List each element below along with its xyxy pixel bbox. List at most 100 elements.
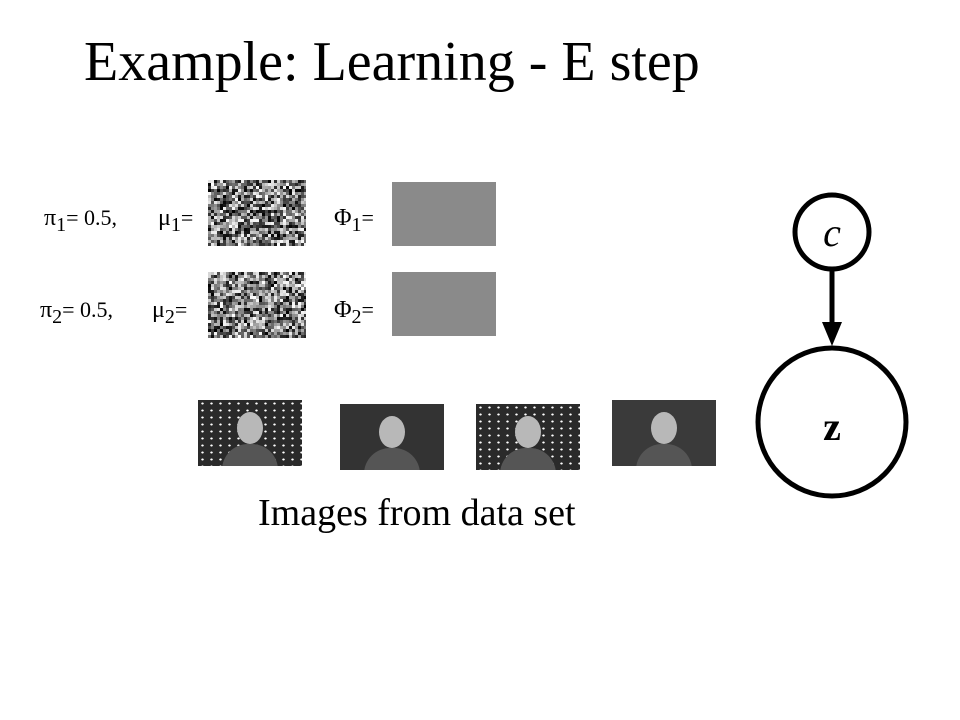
noise-pixel: [289, 299, 292, 302]
noise-pixel: [274, 180, 277, 183]
noise-pixel: [304, 278, 306, 281]
noise-pixel: [235, 240, 238, 243]
noise-pixel: [280, 225, 283, 228]
noise-pixel: [301, 281, 304, 284]
noise-pixel: [271, 281, 274, 284]
noise-pixel: [277, 213, 280, 216]
noise-pixel: [301, 317, 304, 320]
noise-pixel: [283, 281, 286, 284]
noise-pixel: [247, 231, 250, 234]
noise-pixel: [274, 278, 277, 281]
noise-pixel: [256, 180, 259, 183]
mu-equals: =: [180, 205, 194, 230]
noise-pixel: [277, 228, 280, 231]
noise-pixel: [301, 210, 304, 213]
noise-pixel: [295, 183, 298, 186]
noise-pixel: [226, 189, 229, 192]
node-z: [755, 345, 909, 499]
noise-pixel: [301, 329, 304, 332]
pi-value: = 0.5,: [62, 297, 114, 322]
noise-pixel: [289, 332, 292, 335]
noise-pixel: [232, 296, 235, 299]
noise-pixel: [247, 287, 250, 290]
noise-pixel: [274, 228, 277, 231]
noise-pixel: [226, 329, 229, 332]
phi-1-gray-image: [392, 182, 496, 246]
noise-pixel: [271, 272, 274, 275]
noise-pixel: [286, 195, 289, 198]
noise-pixel: [274, 275, 277, 278]
noise-pixel: [304, 195, 306, 198]
noise-pixel: [301, 183, 304, 186]
noise-pixel: [268, 222, 271, 225]
noise-pixel: [295, 198, 298, 201]
noise-pixel: [250, 317, 253, 320]
noise-pixel: [304, 299, 306, 302]
noise-pixel: [247, 237, 250, 240]
noise-pixel: [295, 290, 298, 293]
noise-pixel: [298, 213, 301, 216]
noise-pixel: [274, 201, 277, 204]
noise-pixel: [238, 287, 241, 290]
face-image-2: [340, 404, 444, 470]
noise-pixel: [217, 317, 220, 320]
noise-pixel: [208, 192, 211, 195]
noise-pixel: [223, 180, 226, 183]
noise-pixel: [211, 231, 214, 234]
noise-pixel: [271, 180, 274, 183]
noise-pixel: [268, 219, 271, 222]
noise-pixel: [292, 231, 295, 234]
noise-pixel: [286, 183, 289, 186]
noise-pixel: [223, 284, 226, 287]
noise-pixel: [226, 204, 229, 207]
noise-pixel: [226, 210, 229, 213]
noise-pixel: [265, 186, 268, 189]
noise-pixel: [226, 275, 229, 278]
noise-pixel: [268, 320, 271, 323]
noise-pixel: [286, 186, 289, 189]
noise-pixel: [214, 180, 217, 183]
noise-pixel: [250, 308, 253, 311]
noise-pixel: [241, 323, 244, 326]
noise-pixel: [214, 275, 217, 278]
noise-pixel: [223, 213, 226, 216]
noise-pixel: [283, 222, 286, 225]
noise-pixel: [253, 326, 256, 329]
noise-pixel: [262, 183, 265, 186]
noise-pixel: [217, 186, 220, 189]
noise-pixel: [226, 186, 229, 189]
noise-pixel: [259, 305, 262, 308]
noise-pixel: [283, 237, 286, 240]
noise-pixel: [250, 189, 253, 192]
noise-pixel: [223, 225, 226, 228]
noise-pixel: [223, 290, 226, 293]
noise-pixel: [259, 272, 262, 275]
noise-pixel: [235, 219, 238, 222]
noise-pixel: [301, 213, 304, 216]
noise-pixel: [217, 219, 220, 222]
noise-pixel: [223, 198, 226, 201]
noise-pixel: [217, 231, 220, 234]
noise-pixel: [232, 225, 235, 228]
noise-pixel: [238, 222, 241, 225]
noise-pixel: [304, 302, 306, 305]
noise-pixel: [298, 183, 301, 186]
noise-pixel: [298, 293, 301, 296]
noise-pixel: [220, 189, 223, 192]
noise-pixel: [292, 311, 295, 314]
noise-pixel: [301, 228, 304, 231]
noise-pixel: [268, 192, 271, 195]
noise-pixel: [262, 189, 265, 192]
noise-pixel: [271, 189, 274, 192]
noise-pixel: [271, 237, 274, 240]
noise-pixel: [304, 219, 306, 222]
noise-pixel: [244, 183, 247, 186]
noise-pixel: [280, 183, 283, 186]
noise-pixel: [304, 320, 306, 323]
noise-pixel: [247, 240, 250, 243]
noise-pixel: [265, 275, 268, 278]
noise-pixel: [265, 183, 268, 186]
noise-pixel: [280, 287, 283, 290]
noise-pixel: [235, 335, 238, 338]
noise-pixel: [280, 243, 283, 246]
